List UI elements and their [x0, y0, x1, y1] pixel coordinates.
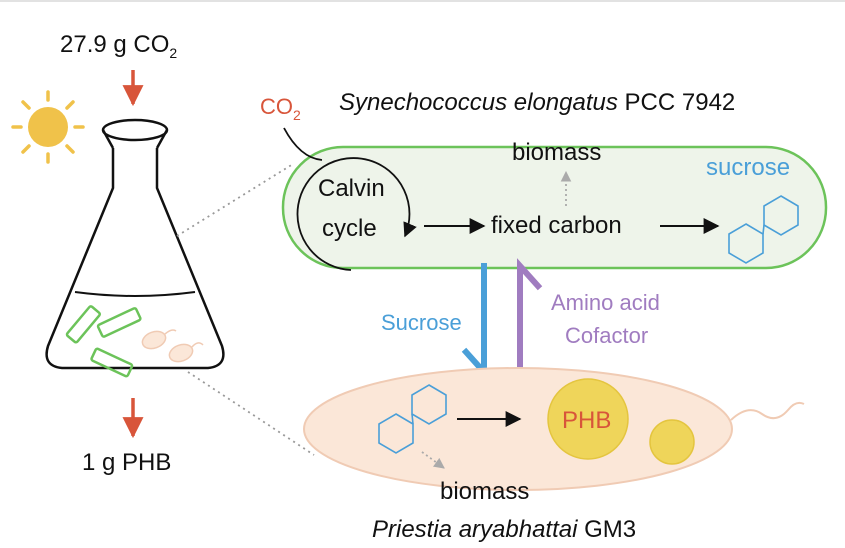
sun-icon — [11, 90, 85, 164]
exchange-sucrose-label: Sucrose — [381, 310, 462, 335]
nutrient-transfer-arrow — [517, 258, 543, 375]
cyano-co2-label: CO2 — [260, 94, 301, 123]
cyano-sucrose-label: sucrose — [706, 154, 790, 181]
calvin-label-line1: Calvin — [318, 175, 385, 202]
phb-granule — [547, 378, 629, 460]
bacterium-cell — [303, 367, 733, 491]
zoom-line-top — [176, 163, 294, 237]
bacterium-species-label: Priestia aryabhattai GM3 — [372, 516, 636, 543]
co2-uptake-line — [283, 127, 323, 161]
cyano-biomass-label: biomass — [512, 139, 601, 166]
input-co2-label: 27.9 g CO2 — [60, 31, 177, 61]
exchange-cofactor-label: Cofactor — [565, 323, 648, 348]
flask-icon — [45, 118, 225, 378]
sucrose-transfer-arrow — [461, 263, 487, 380]
fixed-carbon-label: fixed carbon — [491, 212, 622, 239]
cyano-species-label: Synechococcus elongatus PCC 7942 — [339, 89, 735, 116]
calvin-label-line2: cycle — [322, 215, 377, 242]
sucrose-molecule-icon-bacterium — [378, 384, 447, 454]
phb-granule-small — [649, 419, 695, 465]
output-phb-label: 1 g PHB — [82, 449, 171, 476]
bacterium-biomass-label: biomass — [440, 478, 529, 505]
zoom-line-bottom — [187, 371, 315, 456]
exchange-amino-acid-label: Amino acid — [551, 290, 660, 315]
phb-label: PHB — [562, 407, 611, 434]
flagellum — [730, 401, 805, 421]
calvin-cycle-loop — [296, 157, 417, 271]
cyanobacterium-cell — [281, 145, 828, 270]
sucrose-molecule-icon — [728, 195, 799, 264]
